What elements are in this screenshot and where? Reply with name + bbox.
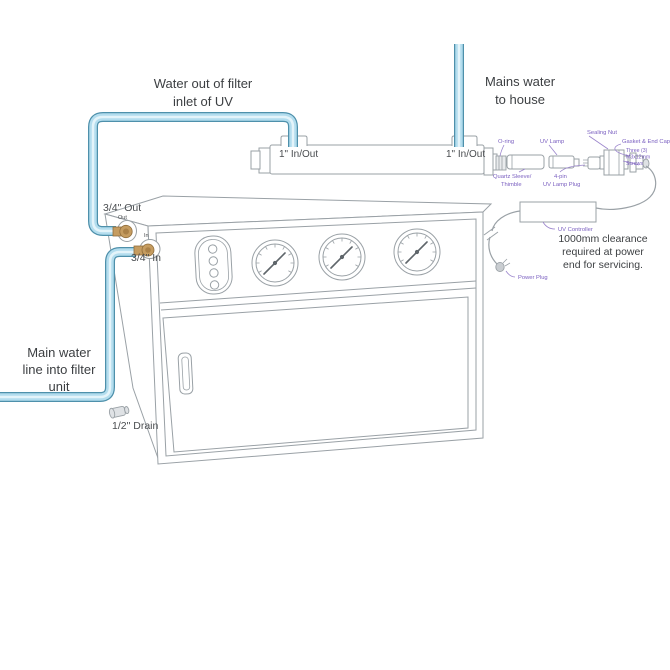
label-lamp-plug-line2: UV Lamp Plug bbox=[543, 182, 580, 188]
pressure-gauge-3 bbox=[393, 228, 441, 276]
fitting-out bbox=[112, 220, 137, 242]
label-o-ring: O-ring bbox=[498, 139, 514, 145]
label-uv-lamp: UV Lamp bbox=[540, 139, 564, 145]
cabinet-front-inner-border bbox=[155, 218, 477, 457]
uv-chamber-left-cap-1 bbox=[258, 147, 271, 174]
indicator-lights bbox=[194, 235, 233, 295]
label-mains-water-line2: to house bbox=[495, 92, 545, 107]
label-in-small: In bbox=[144, 233, 149, 239]
label-screws-line3: Screws bbox=[626, 161, 643, 167]
o-ring-part bbox=[495, 155, 507, 171]
quartz-sleeve-part bbox=[506, 154, 545, 170]
uv-chamber-right-flange-1 bbox=[483, 147, 494, 176]
label-screws-line2: M3x12mm bbox=[626, 155, 650, 161]
power-plug-part bbox=[495, 258, 511, 273]
uv-chamber bbox=[250, 135, 498, 176]
filter-cabinet bbox=[103, 195, 493, 465]
power-cable bbox=[483, 210, 521, 265]
lamp-cable bbox=[595, 165, 657, 210]
cabinet-door bbox=[162, 296, 469, 453]
label-water-out-line2: inlet of UV bbox=[173, 94, 233, 109]
panel-strip-line-2 bbox=[160, 287, 477, 311]
label-clearance-line1: 1000mm clearance bbox=[558, 233, 647, 245]
label-uv-inlet: 1" In/Out bbox=[279, 149, 318, 160]
label-main-water-line3: unit bbox=[49, 379, 70, 394]
panel-strip-line-1 bbox=[159, 280, 477, 304]
pipe-filter-to-uv bbox=[88, 112, 298, 236]
label-lamp-plug-line1: 4-pin bbox=[554, 174, 567, 180]
label-clearance-line2: required at power bbox=[562, 246, 644, 258]
uv-controller-box bbox=[519, 201, 597, 223]
fitting-drain bbox=[108, 405, 130, 419]
uv-chamber-left-cap-2 bbox=[250, 150, 261, 170]
label-gasket-end-cap: Gasket & End Cap bbox=[622, 139, 670, 145]
label-power-plug: Power Plug bbox=[518, 275, 548, 281]
fitting-in bbox=[133, 239, 161, 259]
label-quartz-line2: Thimble bbox=[501, 182, 522, 188]
label-quartz-line1: Quartz Sleeve/ bbox=[493, 174, 532, 180]
label-out-34: 3/4" Out bbox=[103, 202, 141, 214]
sealing-nut-part bbox=[599, 149, 629, 176]
label-screws-line1: Three (3) bbox=[626, 148, 648, 154]
pressure-gauge-1 bbox=[251, 239, 299, 287]
door-handle bbox=[177, 352, 194, 395]
label-in-34: 3/4" In bbox=[131, 252, 161, 264]
part-label-leaders bbox=[499, 135, 640, 278]
label-main-water-line1: Main water bbox=[27, 345, 91, 360]
label-mains-water-line1: Mains water bbox=[485, 74, 556, 89]
pressure-gauge-2 bbox=[318, 233, 366, 281]
label-uv-outlet: 1" In/Out bbox=[446, 149, 485, 160]
label-main-water-line2: line into filter bbox=[23, 362, 97, 377]
label-clearance-line3: end for servicing. bbox=[563, 259, 643, 271]
uv-lamp-part bbox=[548, 155, 580, 169]
label-drain-12: 1/2" Drain bbox=[112, 420, 158, 432]
label-uv-controller: UV Controller bbox=[558, 227, 593, 233]
label-out-small: Out bbox=[118, 215, 127, 221]
label-sealing-nut: Sealing Nut bbox=[587, 130, 617, 136]
pipe-main-inlet bbox=[0, 247, 136, 402]
label-water-out-line1: Water out of filter bbox=[154, 76, 253, 91]
cable-break-marks bbox=[483, 226, 499, 241]
